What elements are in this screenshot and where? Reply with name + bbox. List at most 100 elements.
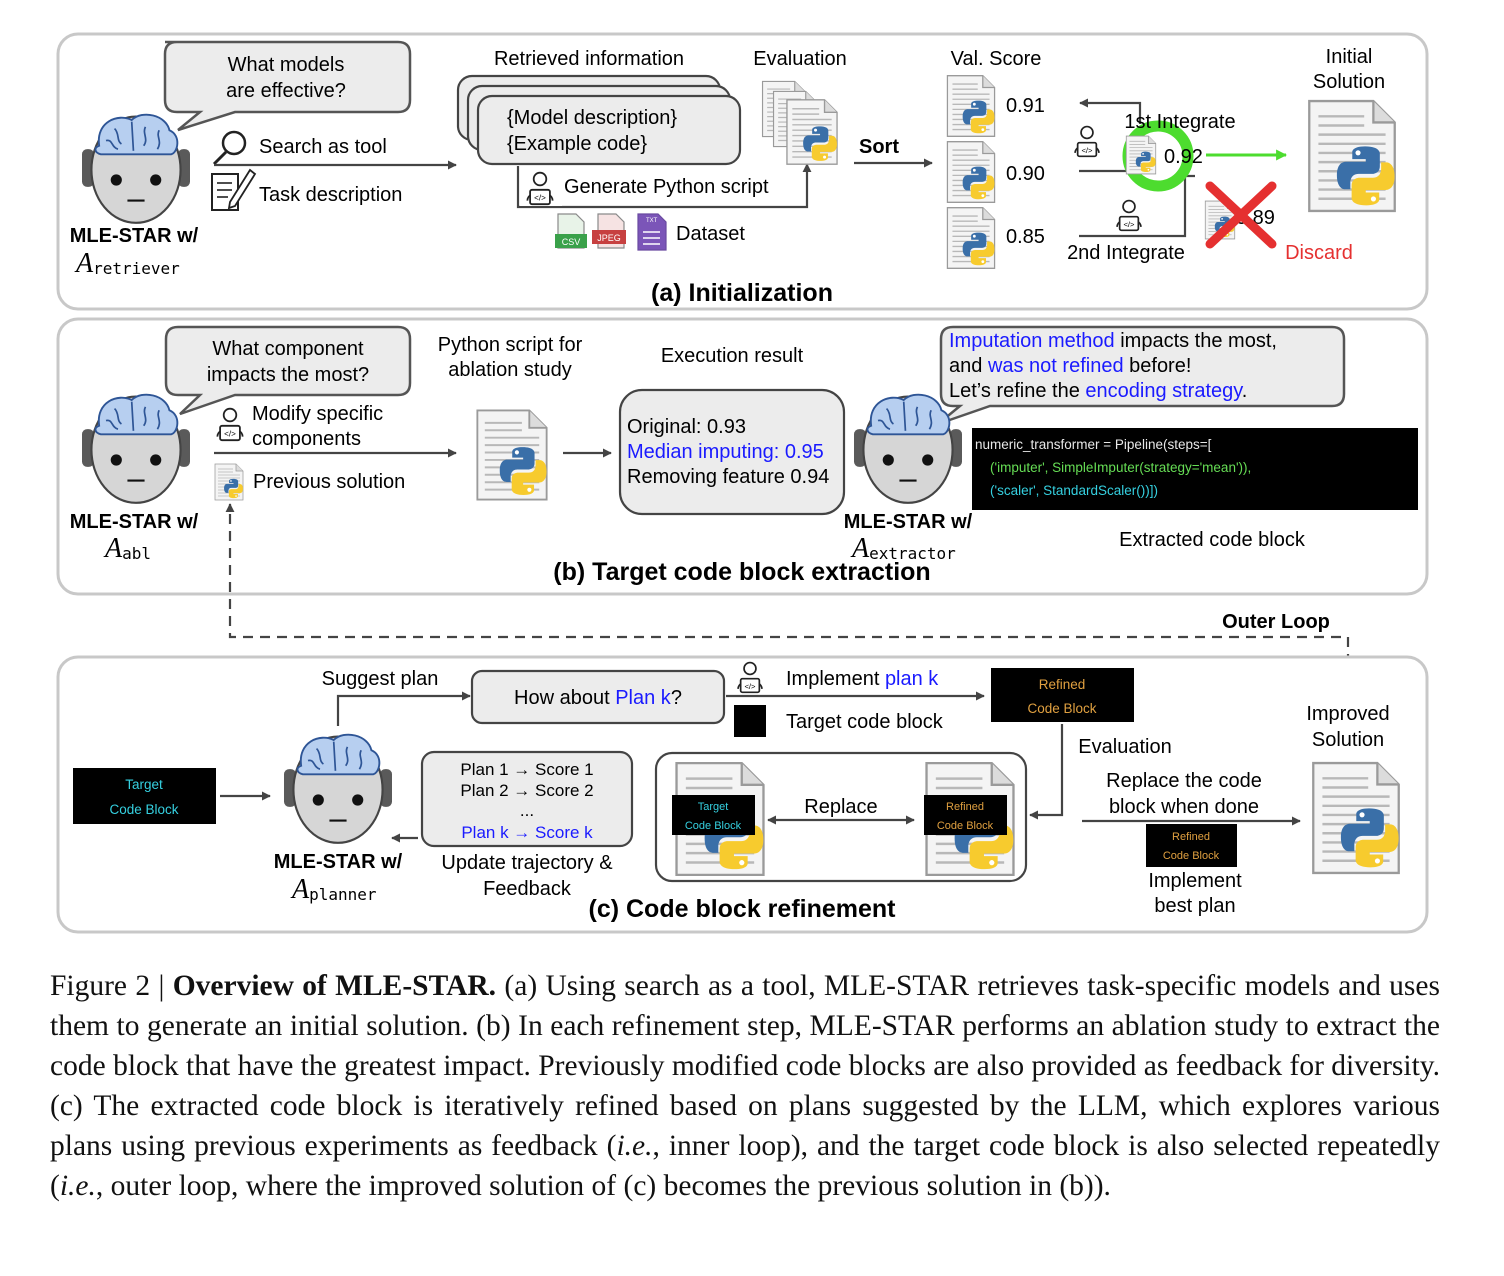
update-line1: Update trajectory &: [441, 852, 613, 874]
agent-math-a: Aretriever: [74, 248, 180, 279]
score-2: 0.90: [1006, 163, 1045, 185]
retrieved-line1: {Model description}: [507, 107, 677, 129]
retrieved-card-front: [476, 94, 742, 166]
svg-text:Code Block: Code Block: [685, 820, 742, 832]
code-line1: numeric_transformer = Pipeline(steps=[: [975, 437, 1212, 452]
exec-result-box: [618, 388, 846, 516]
ablation-script-doc: [477, 410, 546, 499]
exec-line2: Median imputing: 0.95: [627, 441, 824, 463]
jpeg-file-icon: JPEG: [592, 213, 626, 249]
agent-label-a: MLE-STAR w/: [70, 225, 199, 247]
panel-b-title: (b) Target code block extraction: [553, 558, 930, 586]
question-bubble-a: What models are effective?: [163, 40, 412, 132]
previous-solution-icon: [215, 464, 243, 500]
panel-a-title: (a) Initialization: [651, 279, 833, 307]
outer-loop-label: Outer Loop: [1222, 611, 1330, 633]
plan-line3: ...: [520, 801, 534, 820]
panel-initialization: What models are effective? MLE-STAR w/ A…: [56, 32, 1429, 311]
question-b-line2: impacts the most?: [207, 364, 369, 386]
document-pencil-icon: [211, 168, 257, 211]
arrow-1st-integrate: [1079, 98, 1142, 124]
agent-math-b: Aabl: [103, 533, 151, 564]
svg-text:Code Block: Code Block: [1027, 701, 1096, 716]
dataset-label: Dataset: [676, 223, 745, 245]
modify-line2: components: [252, 428, 361, 450]
discard-label: Discard: [1285, 242, 1353, 264]
refined-block-small: Refined Code Block: [1146, 824, 1237, 867]
agent-label-b: MLE-STAR w/: [70, 511, 199, 533]
question-b-line1: What component: [212, 338, 364, 360]
script-header-line2: ablation study: [448, 359, 571, 381]
update-line2: Feedback: [483, 878, 572, 900]
panel-extraction: What component impacts the most? MLE-STA…: [56, 317, 1429, 596]
caption-text-2: , inner loop), and the target code block…: [50, 1130, 1440, 1202]
sort-label: Sort: [859, 136, 899, 158]
task-description-label: Task description: [259, 184, 402, 206]
magnifier-icon: [212, 130, 247, 166]
retrieved-header: Retrieved information: [494, 48, 684, 70]
merged-doc: [1126, 136, 1155, 174]
caption-bold-title: Overview of MLE-STAR.: [172, 970, 497, 1002]
plan-line4: Plan k → Score k: [461, 823, 593, 842]
improved-solution-line2: Solution: [1312, 729, 1384, 751]
mle-star-overview-diagram: </> What models are effective? MLE-STAR …: [56, 32, 1429, 934]
integrate-2-label: 2nd Integrate: [1067, 242, 1185, 264]
txt-file-icon: TXT: [637, 213, 667, 251]
extracted-code-block: numeric_transformer = Pipeline(steps=[ (…: [972, 428, 1418, 510]
improved-solution-line1: Improved: [1306, 703, 1389, 725]
improved-solution-doc: [1313, 763, 1398, 873]
merged-score: 0.92: [1164, 146, 1203, 168]
agent-math-c: Aplanner: [290, 874, 377, 905]
exec-header: Execution result: [661, 345, 804, 367]
initial-solution-line1: Initial: [1326, 46, 1373, 68]
agent-label-c: MLE-STAR w/: [274, 851, 403, 873]
implement-best-line2: best plan: [1154, 895, 1235, 917]
code-line3: ('scaler', StandardScaler())]): [975, 483, 1158, 498]
plan-line2: Plan 2 → Score 2: [460, 781, 593, 800]
val-score-header: Val. Score: [951, 48, 1042, 70]
refined-block-overlay: Refined Code Block: [924, 795, 1007, 835]
svg-text:TXT: TXT: [646, 218, 658, 224]
line-2nd-integrate: [1079, 174, 1195, 238]
evaluation-header-a: Evaluation: [753, 48, 846, 70]
replace-when-done-line2: block when done: [1109, 796, 1259, 818]
svg-text:Refined: Refined: [1039, 677, 1086, 692]
question-a-line1: What models: [228, 54, 345, 76]
target-code-block-label: Target code block: [786, 711, 944, 733]
caption-figure-number: Figure 2 |: [50, 970, 173, 1002]
arrow-evaluation: [1029, 724, 1064, 820]
retrieved-line2: {Example code}: [507, 133, 647, 155]
extractor-line2: and was not refined before!: [949, 355, 1191, 377]
generate-script-label: Generate Python script: [564, 176, 769, 198]
modify-line1: Modify specific: [252, 403, 383, 425]
svg-text:Target: Target: [125, 777, 163, 792]
question-a-line2: are effective?: [226, 80, 346, 102]
arrow-generate-script: [516, 163, 812, 209]
caption-text-1: (a) Using search as a tool, MLE-STAR ret…: [50, 970, 1440, 1162]
svg-text:Code Block: Code Block: [109, 802, 178, 817]
suggest-plan-label: Suggest plan: [322, 668, 439, 690]
figure-caption: Figure 2 | Overview of MLE-STAR. (a) Usi…: [50, 966, 1440, 1206]
outer-loop-arrow: [225, 503, 1350, 698]
evaluation-label-c: Evaluation: [1078, 736, 1171, 758]
score-3: 0.85: [1006, 226, 1045, 248]
implement-best-line1: Implement: [1148, 870, 1242, 892]
plan-proposal-box: [470, 669, 726, 725]
eval-doc-3: [787, 100, 837, 164]
replace-when-done-line1: Replace the code: [1106, 770, 1262, 792]
exec-line3: Removing feature 0.94: [627, 466, 829, 488]
replace-label: Replace: [804, 796, 877, 818]
extractor-label: MLE-STAR w/: [844, 511, 973, 533]
plan-line1: Plan 1 → Score 1: [460, 760, 593, 779]
plan-history-box: [420, 750, 634, 848]
csv-file-icon: CSV: [555, 213, 587, 249]
svg-text:Target: Target: [698, 801, 729, 813]
extractor-line3: Let’s refine the encoding strategy.: [949, 380, 1247, 402]
svg-text:Refined: Refined: [1172, 831, 1210, 843]
implement-label: Implement plan k: [786, 668, 939, 690]
panel-refinement: Target Code Block MLE-STAR w/ Aplanner S…: [56, 655, 1429, 934]
discard-x-icon: [1205, 181, 1277, 249]
caption-ie-2: i.e.: [59, 1170, 96, 1202]
question-bubble-b: What component impacts the most?: [164, 325, 412, 416]
scored-doc-1: [947, 76, 994, 137]
